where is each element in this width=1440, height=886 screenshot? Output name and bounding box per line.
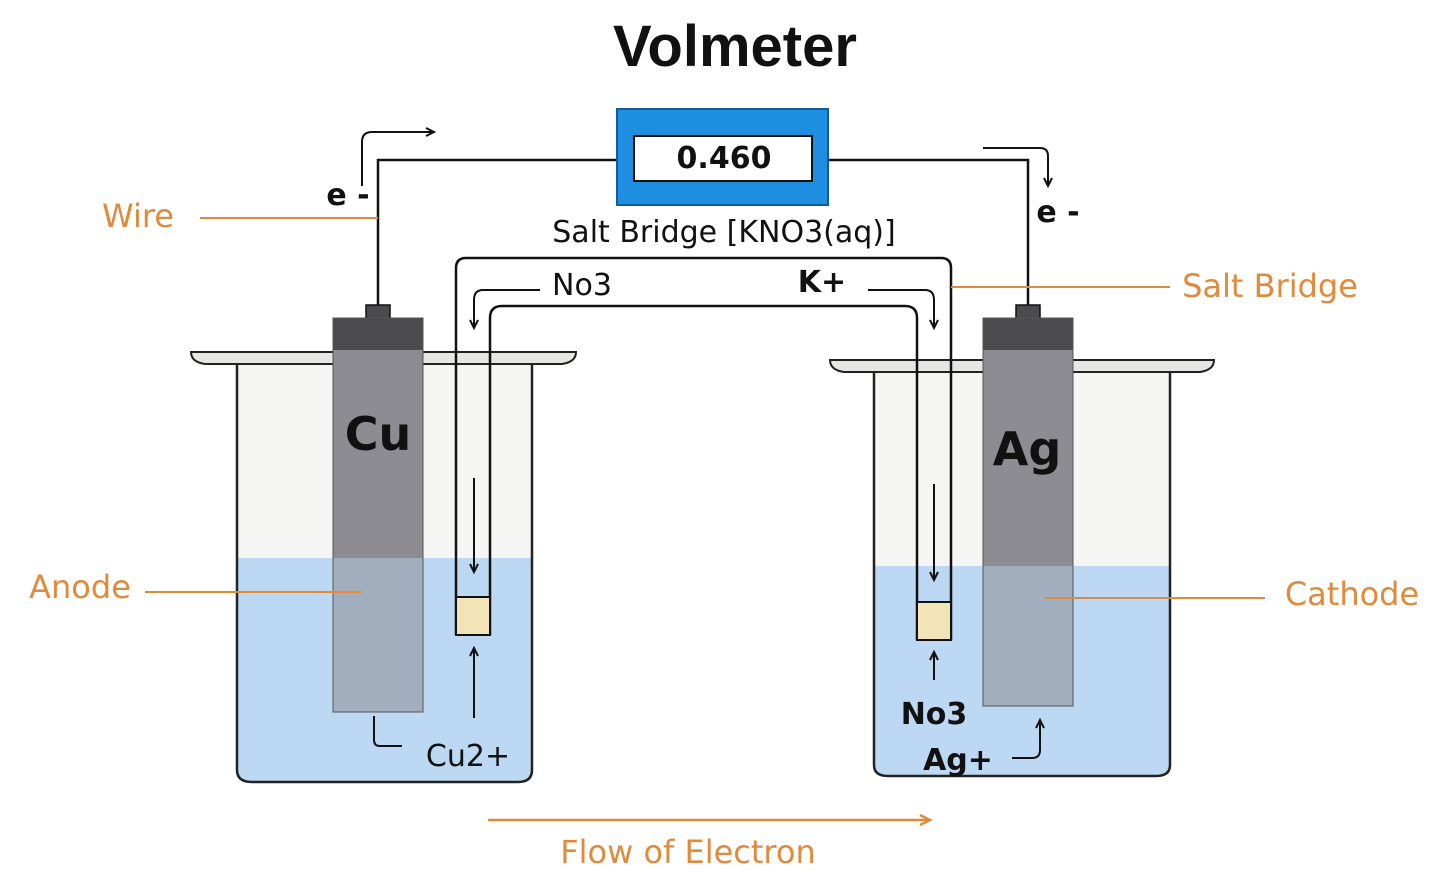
cathode-electrode: [982, 304, 1074, 707]
nitrate-arrow-top: [469, 289, 540, 331]
wire-callout: Wire: [102, 197, 378, 235]
wire-label: Wire: [102, 197, 174, 235]
ion-label-top-left: No3: [552, 268, 612, 303]
electron-label-right: e -: [1036, 195, 1079, 230]
right-wire: [828, 158, 1030, 305]
salt-bridge-label: Salt Bridge: [1182, 267, 1358, 305]
flow-of-electron-label: Flow of Electron: [560, 833, 815, 871]
cathode-metal-label: Ag: [993, 422, 1062, 476]
anode-metal-label: Cu: [345, 407, 412, 461]
ion-label-top-right: K+: [798, 265, 846, 300]
ion-label-anode: Cu2+: [426, 739, 510, 774]
cathode-label: Cathode: [1285, 575, 1419, 613]
voltmeter-display: [633, 135, 813, 182]
copper-ion-bracket: [373, 716, 402, 747]
anode-callout: Anode: [29, 568, 362, 606]
voltmeter-reading: 0.460: [677, 141, 772, 176]
electron-flow-right-arrow: [983, 147, 1053, 189]
ion-label-cathode-nitrate: No3: [901, 697, 968, 732]
salt-bridge-callout: Salt Bridge: [951, 267, 1358, 305]
potassium-arrow-top: [868, 289, 939, 331]
anode-label: Anode: [29, 568, 131, 606]
anode-electrode: [332, 304, 424, 713]
silver-ion-arrow: [1012, 717, 1045, 759]
salt-bridge-formula: Salt Bridge [KNO3(aq)]: [552, 215, 895, 250]
cathode-callout: Cathode: [1045, 575, 1419, 613]
flow-of-electron-callout: Flow of Electron: [488, 820, 930, 871]
electron-flow-left-arrow: [361, 127, 437, 186]
cathode-plug: [916, 601, 952, 641]
electron-label-left: e -: [326, 178, 369, 213]
voltmeter: 0.460: [616, 108, 829, 206]
ion-label-cathode: Ag+: [923, 743, 993, 778]
diagram-title: Volmeter: [613, 14, 857, 79]
left-wire: [376, 158, 618, 305]
salt-bridge-tube: [454, 256, 953, 640]
anode-plug: [455, 596, 491, 636]
